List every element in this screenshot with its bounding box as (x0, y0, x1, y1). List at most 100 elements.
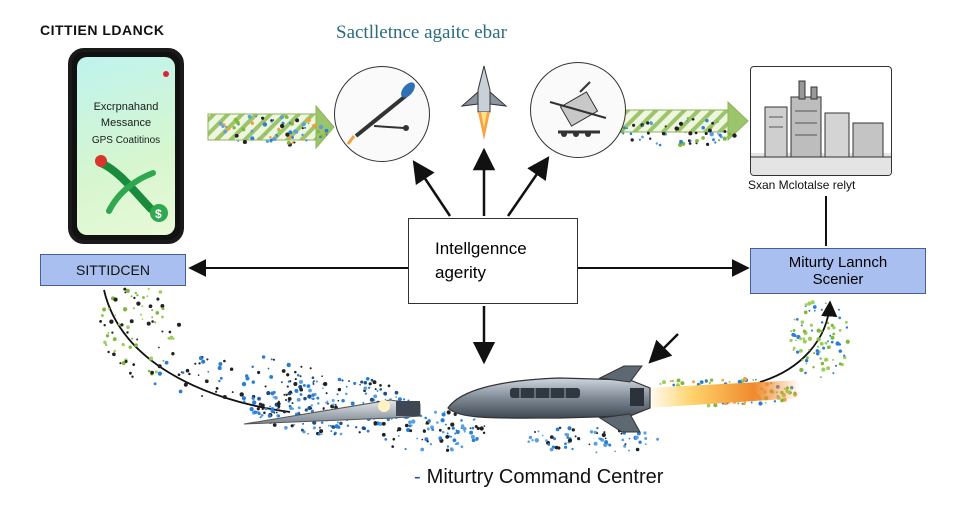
particle-dot (114, 314, 117, 317)
particle-dot (231, 391, 234, 394)
particle-dot (675, 126, 680, 131)
particle-dot (219, 376, 223, 380)
particle-dot (259, 416, 262, 419)
particle-dot (355, 426, 358, 429)
particle-dot (369, 397, 374, 402)
particle-dot (374, 388, 377, 391)
particle-dot (128, 345, 132, 349)
particle-dot (287, 380, 290, 383)
particle-dot (368, 382, 372, 386)
particle-dot (181, 371, 185, 374)
particle-dot (297, 406, 301, 410)
particle-dot (269, 405, 272, 408)
particle-dot (119, 362, 122, 365)
particle-dot (832, 332, 836, 336)
particle-dot (267, 414, 272, 418)
particle-dot (279, 123, 285, 129)
particle-dot (329, 424, 332, 427)
particle-dot (274, 395, 278, 400)
particle-dot (821, 367, 826, 372)
particle-dot (363, 386, 368, 391)
particle-dot (302, 383, 306, 387)
particle-dot (252, 400, 257, 405)
particle-dot (381, 432, 386, 437)
particle-dot (149, 356, 154, 361)
particle-dot (816, 345, 820, 348)
curve-rocket-to-right-box (759, 300, 838, 383)
particle-dot (99, 319, 103, 323)
particle-dot (290, 424, 294, 428)
particle-dot (272, 396, 275, 399)
particle-dot (680, 381, 685, 386)
particle-dot (707, 128, 712, 133)
particle-dot (312, 381, 315, 384)
particle-dot (565, 433, 570, 437)
right-node-box: Miturty Lannch Scenier (750, 248, 926, 294)
particle-dot (107, 350, 110, 354)
particle-dot (804, 303, 808, 307)
particle-dot (462, 426, 467, 431)
particle-dot (571, 428, 575, 432)
particle-dot (643, 431, 647, 435)
particle-dot (644, 443, 647, 446)
particle-dot (177, 373, 181, 377)
particle-dot (201, 359, 206, 364)
particle-dot (826, 366, 831, 371)
smartphone: Excrpnahand Messance GPS Coatitinos $ (68, 48, 184, 244)
particle-dot (844, 320, 848, 324)
particle-dot (362, 402, 365, 404)
particle-dot (113, 349, 116, 353)
particle-dot (598, 437, 601, 440)
particle-dot (408, 420, 412, 425)
particle-dot (160, 304, 165, 308)
particle-dot (294, 370, 297, 374)
particle-dot (316, 130, 320, 134)
particle-dot (801, 358, 804, 361)
particle-dot (798, 348, 803, 353)
particle-dot (567, 438, 573, 443)
particle-dot (408, 424, 412, 428)
particle-dot (333, 433, 336, 436)
particle-dot (713, 403, 718, 408)
satellite-icon (549, 81, 607, 137)
particle-dot (553, 437, 556, 441)
particle-dot (755, 378, 757, 381)
particle-dot (440, 418, 445, 423)
particle-dot (527, 440, 530, 443)
particle-dot (169, 335, 174, 340)
particle-dot (130, 295, 133, 298)
center-node-box: Intellgennce agerity (408, 218, 578, 304)
particle-dot (285, 393, 288, 396)
particle-dot (296, 373, 300, 377)
particle-dot (134, 343, 138, 348)
particle-dot (125, 288, 130, 294)
particle-dot (416, 437, 419, 440)
particle-dot (256, 407, 260, 411)
particle-dot (819, 357, 822, 360)
particle-dot (620, 432, 623, 435)
particle-dot (482, 431, 486, 435)
particle-dot (630, 138, 634, 142)
particle-dot (832, 326, 836, 330)
arrow-center-to-left-circle (412, 160, 452, 217)
particle-dot (274, 135, 277, 138)
particle-dot (406, 427, 411, 433)
particle-dot (372, 380, 377, 385)
particle-dot (111, 331, 114, 334)
particle-dot (136, 301, 141, 306)
particle-dot (434, 410, 437, 414)
particle-dot (792, 349, 795, 351)
particle-dot (812, 305, 817, 309)
particle-dot (331, 399, 335, 402)
particle-dot (150, 370, 154, 375)
particle-dot (141, 305, 144, 308)
particle-dot (161, 330, 164, 333)
particle-dot (446, 410, 451, 415)
particle-dot (258, 402, 263, 406)
particle-dot (773, 400, 777, 403)
particle-dot (157, 371, 163, 376)
particle-dot (661, 131, 666, 136)
particle-dot (148, 304, 153, 309)
particle-dot (161, 307, 165, 311)
